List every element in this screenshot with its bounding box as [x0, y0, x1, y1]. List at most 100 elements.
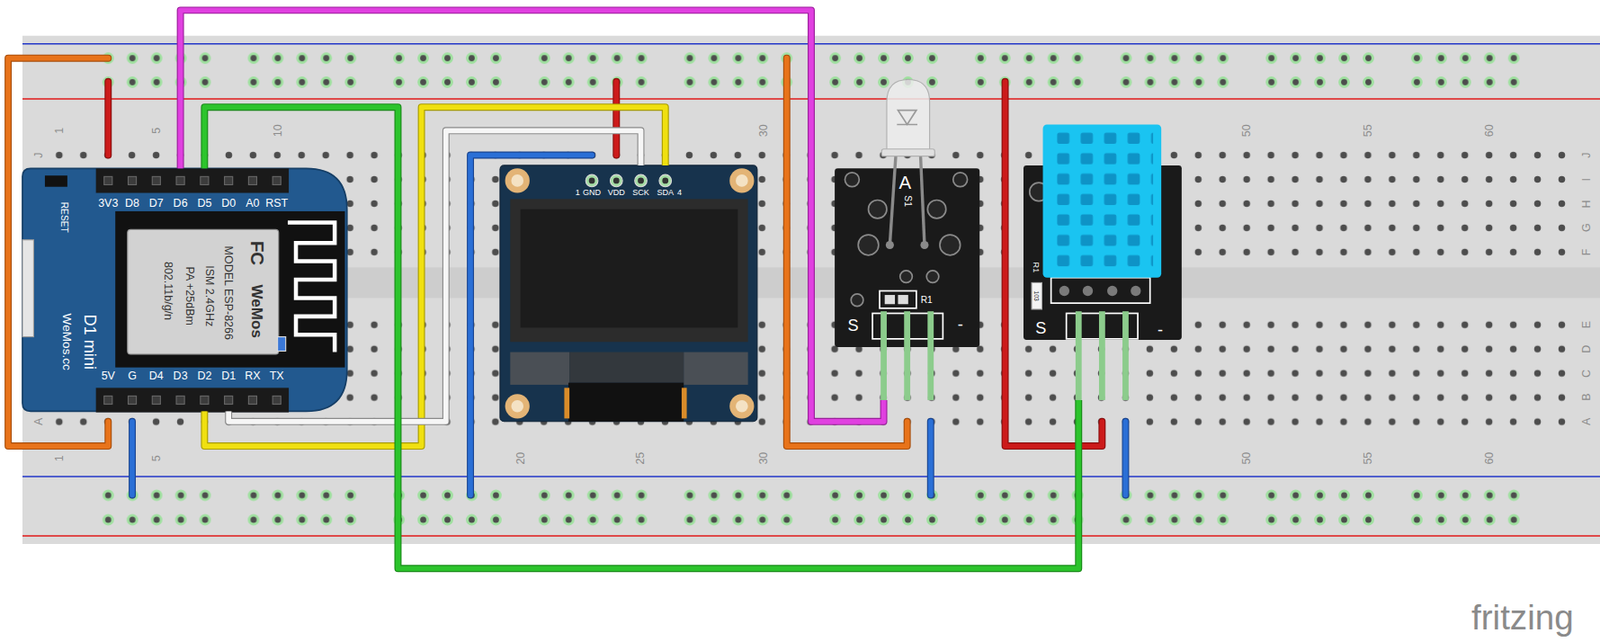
smd-part [277, 337, 287, 352]
illustration-part [510, 400, 524, 413]
row-letter: D [1581, 345, 1592, 354]
column-number: 55 [1362, 452, 1374, 465]
flex-strip [681, 387, 688, 419]
pin-number: 4 [677, 188, 682, 197]
jumper-wire [204, 107, 1079, 569]
illustration-part [661, 178, 669, 185]
column-number: 50 [1241, 124, 1252, 137]
part-label: R1 [920, 295, 933, 305]
resistor-outline [879, 291, 917, 309]
illustration-part [224, 395, 233, 404]
wire-outline [8, 58, 108, 447]
resistor [1031, 282, 1042, 310]
wire [105, 81, 111, 156]
d1-mini-art [22, 168, 348, 412]
glass-edge [683, 352, 748, 385]
illustration-part [151, 395, 161, 404]
usb-port [22, 240, 34, 338]
wire-outline [1121, 421, 1129, 496]
illustration-part [151, 176, 161, 185]
pin-label: GND [582, 188, 601, 197]
pin-header [96, 387, 289, 412]
oled-display-module: 1GNDVDDSCKSDA4 [500, 165, 758, 422]
sensor-grid [1054, 129, 1154, 273]
wire-outline [786, 58, 908, 447]
pin-header [96, 168, 289, 193]
wire [786, 58, 908, 447]
antenna [287, 222, 335, 352]
row-letter: E [1581, 321, 1592, 329]
led-module-art [834, 80, 980, 401]
led-module: AS1R1S- [834, 168, 980, 401]
pin-label: - [957, 316, 964, 333]
pins [104, 176, 282, 404]
pin-label: VDD [607, 188, 626, 197]
row-letter: F [1581, 249, 1592, 257]
illustration-part [885, 241, 894, 250]
wire-outline [228, 130, 641, 422]
led-die [896, 110, 918, 126]
pin-leg [880, 311, 887, 401]
jumper-wire [228, 130, 641, 422]
module-marking: PA +25dBm [184, 266, 196, 325]
esp-shield [115, 211, 345, 368]
pin-number: 1 [575, 188, 581, 197]
pin-label: 3V3 [98, 197, 118, 209]
button-label: RESET [58, 202, 68, 233]
module-marking: ISM 2.4GHz [203, 265, 215, 327]
wire [470, 155, 592, 496]
sensor-pins [1059, 286, 1142, 296]
row-letter: A [1581, 418, 1592, 426]
wire [1005, 81, 1103, 447]
oled-pins [585, 174, 671, 188]
pin-label: S [847, 317, 859, 334]
illustration-part [200, 176, 209, 185]
illustration-part [634, 174, 648, 188]
illustration-part [176, 395, 185, 404]
jumper-wires [8, 58, 1126, 496]
illustration-part [858, 234, 879, 256]
illustration-part [1082, 286, 1093, 296]
illustration-part [850, 294, 864, 307]
led-bulb [886, 80, 930, 154]
illustration-part [510, 174, 524, 188]
dht-sensor-module: R1103S- [1023, 165, 1182, 401]
illustration-part [868, 199, 887, 218]
wire-outline [470, 155, 592, 496]
metal-can [127, 229, 279, 354]
part-label: R1 [1031, 262, 1040, 274]
illustration-part [248, 395, 257, 404]
wire-outline [927, 421, 935, 496]
column-number: 55 [1362, 124, 1374, 137]
column-number: 20 [514, 452, 526, 465]
illustration-part [926, 270, 939, 284]
polarity-label: A [899, 173, 912, 192]
pin-label: D4 [149, 369, 164, 381]
led-rim [881, 149, 935, 157]
wire [228, 130, 641, 422]
pin-label: D0 [221, 197, 236, 209]
row-letter: I [1581, 178, 1592, 181]
pin-leg [903, 311, 911, 401]
pin-label: D3 [173, 369, 188, 381]
pin-label: D7 [149, 197, 164, 209]
led-leg [889, 152, 896, 245]
pin-label: A0 [245, 197, 260, 209]
pin-label: D5 [196, 197, 212, 209]
sensor-housing [1043, 124, 1163, 278]
microcontroller-board: 3V3D8D7D6D5D0A0RST5VGD4D3D2D1RXTXRESETMO… [22, 168, 348, 412]
row-letter: J [33, 151, 45, 158]
jumper-wire [204, 107, 665, 447]
illustration-part [637, 178, 644, 185]
column-number: 50 [1241, 452, 1252, 465]
column-number: 60 [1483, 452, 1495, 465]
wire-outline [104, 81, 112, 156]
wire [204, 107, 665, 447]
pin-label: D6 [173, 197, 188, 209]
mount-hole [505, 168, 530, 193]
rail-line [22, 535, 1600, 537]
wire-outline [204, 107, 1079, 569]
wire [8, 58, 108, 447]
flex-cable [568, 383, 684, 422]
